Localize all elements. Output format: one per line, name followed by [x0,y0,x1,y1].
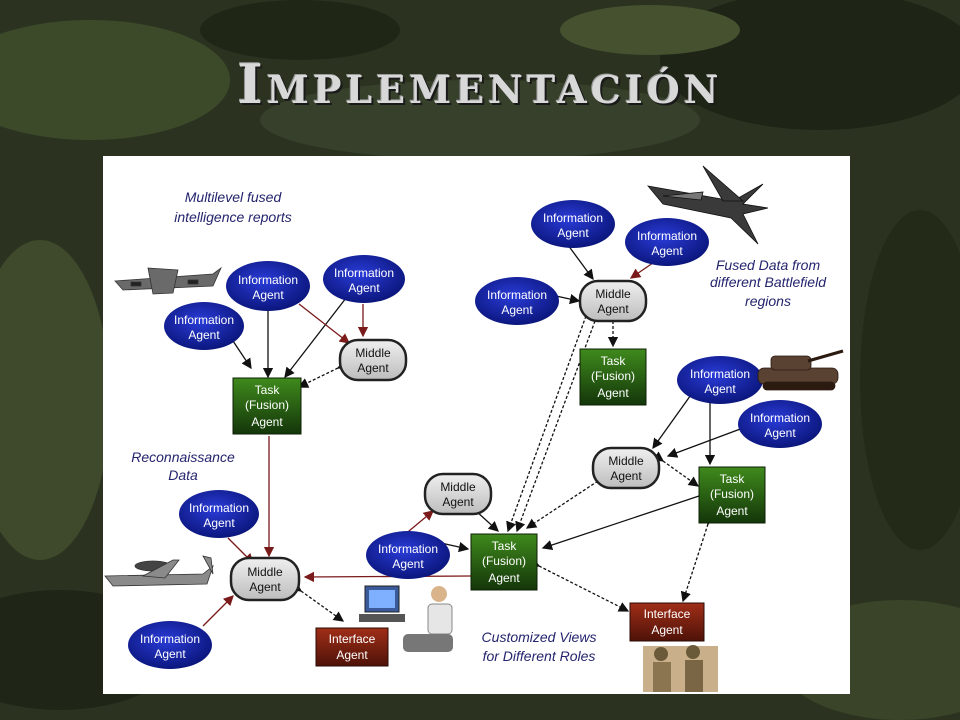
slide-title: Implementación [237,52,723,116]
information-agent-node: Information Agent [179,490,259,538]
task-agent-label-line3: Agent [597,386,629,400]
caption-line: Data [168,467,198,483]
caption-custom: Customized Views for Different Roles [482,629,597,664]
caption-line: Reconnaissance [131,449,235,465]
caption-line: regions [745,293,791,309]
caption-line: intelligence reports [174,209,292,225]
task-agent-node: Task (Fusion) Agent [470,533,538,591]
information-agent-label-line2: Agent [348,281,380,295]
information-agent-label-line1: Information [189,501,249,515]
information-agent-label-line2: Agent [704,382,736,396]
interface-agent-label-line2: Agent [336,648,368,662]
middle-agent-node: Middle Agent [578,279,648,323]
task-agent-label-line3: Agent [488,571,520,585]
task-agent-label-line2: (Fusion) [245,398,289,412]
caption-line: Multilevel fused [185,189,283,205]
fighter-jet-icon [646,165,769,245]
information-agent-label-line2: Agent [392,557,424,571]
information-agent-node: Information Agent [738,400,822,448]
middle-agent-label-line2: Agent [249,580,281,594]
information-agent-node: Information Agent [323,255,405,303]
information-agent-node: Information Agent [366,531,450,579]
caption-line: for Different Roles [483,648,596,664]
information-agent-label-line1: Information [378,542,438,556]
task-agent-node: Task (Fusion) Agent [579,348,647,406]
task-agent-label-line1: Task [601,354,627,368]
information-agent-node: Information Agent [164,302,244,350]
caption-line: different Battlefield [710,274,827,290]
task-agent-label-line1: Task [492,539,518,553]
information-agent-label-line1: Information [174,313,234,327]
middle-agent-label-line1: Middle [247,565,283,579]
information-agent-label-line1: Information [140,632,200,646]
middle-agent-label-line2: Agent [597,302,629,316]
caption-fused: Fused Data from different Battlefield re… [710,257,827,309]
caption-recon: Reconnaissance Data [131,449,235,483]
agent-architecture-diagram: Information Agent Information Agent Info… [103,156,850,694]
caption-multilevel: Multilevel fused intelligence reports [174,189,292,225]
information-agent-label-line2: Agent [203,516,235,530]
task-agent-label-line1: Task [255,383,281,397]
task-agent-label-line3: Agent [251,415,283,429]
middle-agent-label-line1: Middle [440,480,476,494]
interface-agent-label-line1: Interface [644,607,691,621]
task-agent-label-line2: (Fusion) [591,369,635,383]
task-agent-label-line2: (Fusion) [482,554,526,568]
information-agent-label-line1: Information [487,288,547,302]
task-agent-node: Task (Fusion) Agent [698,466,766,524]
middle-agent-label-line1: Middle [608,454,644,468]
middle-agent-label-line1: Middle [355,346,391,360]
soldiers-icon [643,645,718,692]
diagram-canvas: Information Agent Information Agent Info… [104,165,844,692]
information-agent-label-line1: Information [637,229,697,243]
information-agent-label-line2: Agent [252,288,284,302]
information-agent-node: Information Agent [226,261,310,311]
information-agent-label-line1: Information [238,273,298,287]
information-agent-label-line2: Agent [501,303,533,317]
task-agent-label-line1: Task [720,472,746,486]
tank-icon [757,349,844,391]
information-agent-node: Information Agent [128,621,212,669]
middle-agent-node: Middle Agent [229,556,301,602]
middle-agent-label-line1: Middle [595,287,631,301]
task-agent-label-line3: Agent [716,504,748,518]
information-agent-node: Information Agent [625,218,709,266]
caption-line: Customized Views [482,629,597,645]
caption-line: Fused Data from [716,257,821,273]
middle-agent-label-line2: Agent [357,361,389,375]
information-agent-label-line1: Information [690,367,750,381]
middle-agent-label-line2: Agent [610,469,642,483]
information-agent-label-line2: Agent [764,426,796,440]
middle-agent-node: Middle Agent [423,472,493,516]
interface-agent-label-line2: Agent [651,623,683,637]
interface-agent-label-line1: Interface [329,632,376,646]
interface-agent-node: Interface Agent [629,602,705,642]
awacs-plane-icon [104,555,214,587]
task-agent-node: Task (Fusion) Agent [232,377,302,435]
computer-operator-icon [359,585,453,652]
information-agent-node: Information Agent [475,277,559,325]
information-agent-label-line2: Agent [154,647,186,661]
aircraft-transport-icon [114,266,222,295]
information-agent-label-line2: Agent [188,328,220,342]
information-agent-node: Information Agent [531,200,615,248]
information-agent-label-line1: Information [334,266,394,280]
information-agent-label-line1: Information [750,411,810,425]
middle-agent-label-line2: Agent [442,495,474,509]
information-agent-label-line1: Information [543,211,603,225]
task-agent-label-line2: (Fusion) [710,487,754,501]
information-agent-label-line2: Agent [651,244,683,258]
middle-agent-node: Middle Agent [591,446,661,490]
interface-agent-node: Interface Agent [315,627,389,667]
information-agent-node: Information Agent [677,356,763,404]
information-agent-label-line2: Agent [557,226,589,240]
middle-agent-node: Middle Agent [338,338,408,382]
